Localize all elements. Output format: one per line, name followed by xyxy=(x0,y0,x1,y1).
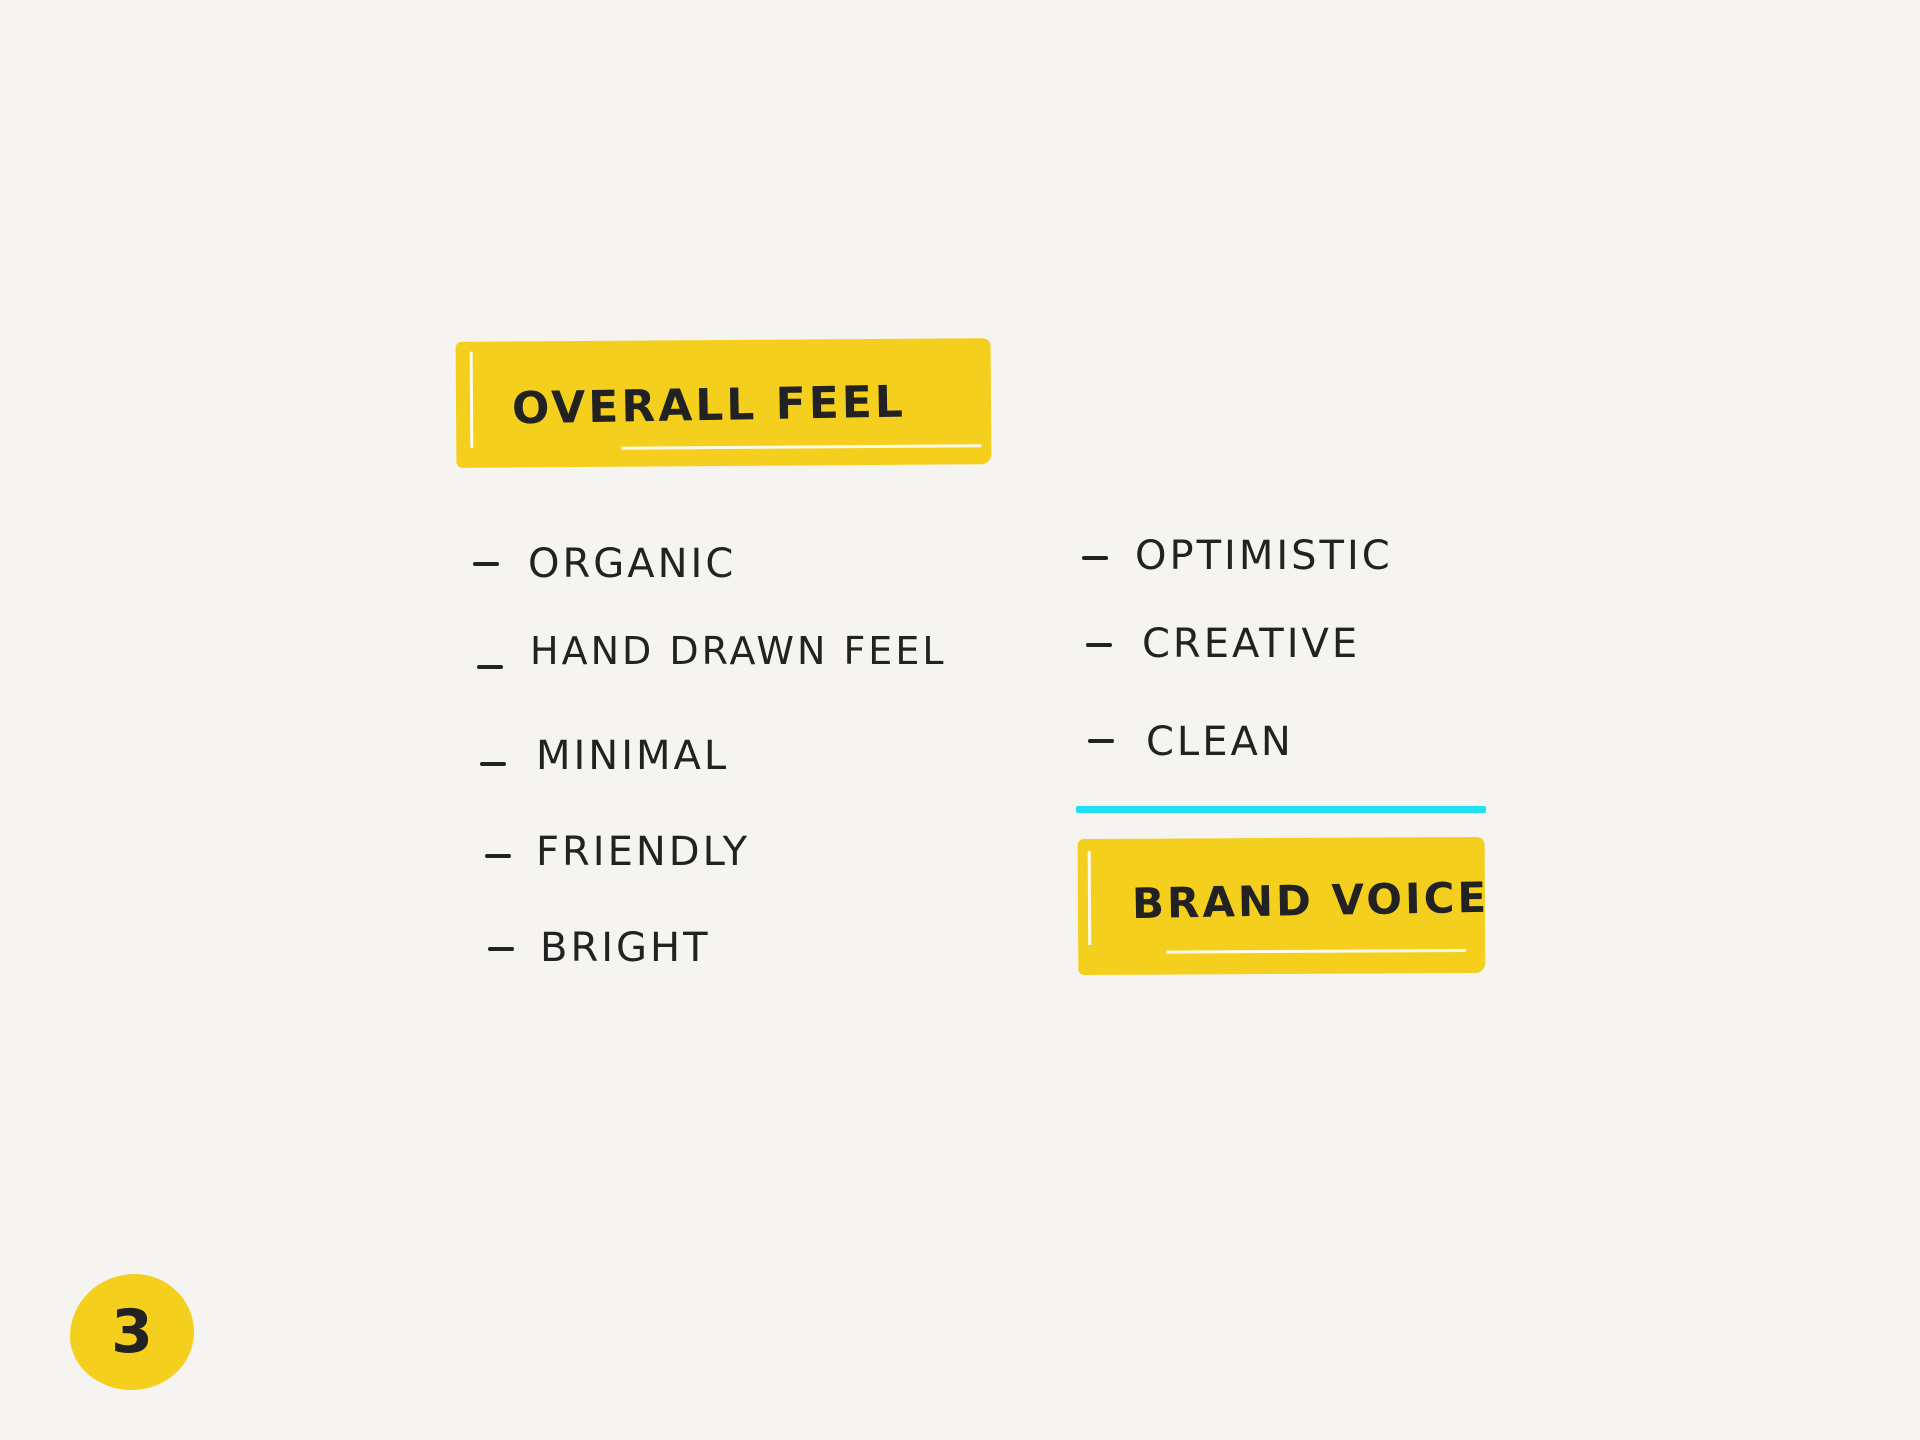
list-item-clean: CLEAN xyxy=(1146,719,1294,765)
list-dash xyxy=(488,947,514,951)
accent-divider-line xyxy=(1076,806,1486,813)
list-item-organic: ORGANIC xyxy=(528,541,737,587)
list-dash xyxy=(473,562,499,566)
list-dash xyxy=(1086,643,1112,647)
list-item-friendly: FRIENDLY xyxy=(536,829,750,875)
label-left-highlight xyxy=(469,351,474,448)
list-item-hand-drawn-feel: HAND DRAWN FEEL xyxy=(530,629,947,673)
label-bottom-highlight xyxy=(1166,949,1467,954)
list-item-creative: CREATIVE xyxy=(1142,621,1361,667)
label-bottom-highlight xyxy=(621,444,982,450)
list-item-minimal: MINIMAL xyxy=(536,733,730,779)
list-dash xyxy=(1088,739,1114,743)
list-dash xyxy=(477,665,503,669)
list-dash xyxy=(1082,556,1108,560)
brand-voice-title: BRAND VOICE xyxy=(1131,872,1490,929)
list-dash xyxy=(485,854,511,858)
label-left-highlight xyxy=(1087,850,1092,946)
overall-feel-title: OVERALL FEEL xyxy=(511,376,907,435)
list-dash xyxy=(480,762,506,766)
page-number-badge: 3 xyxy=(70,1274,194,1390)
page-number: 3 xyxy=(111,1297,153,1367)
list-item-optimistic: OPTIMISTIC xyxy=(1135,533,1393,579)
list-item-bright: BRIGHT xyxy=(540,925,711,971)
